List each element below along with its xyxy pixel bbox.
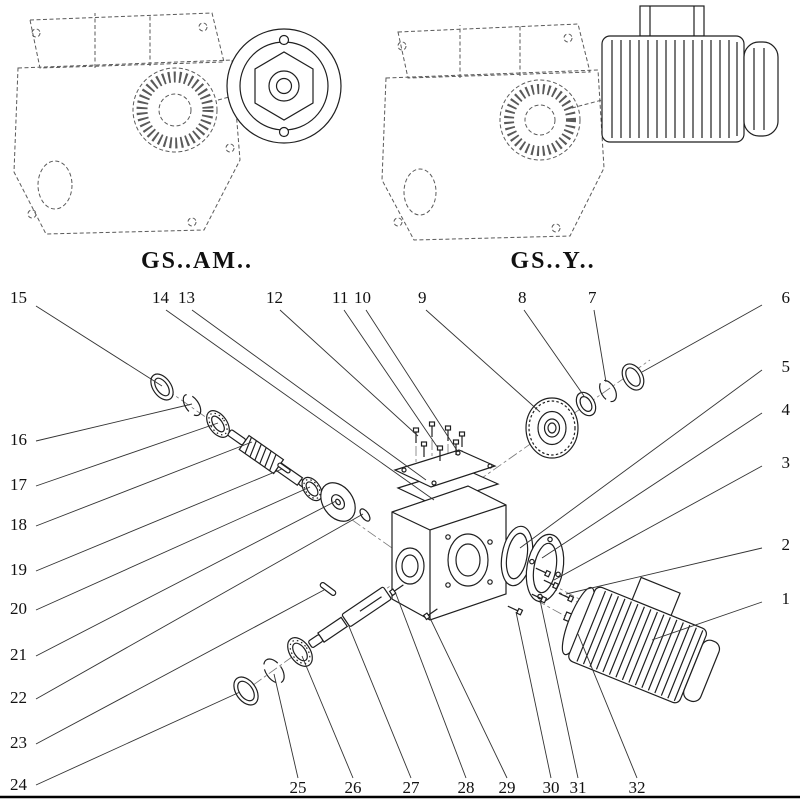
callout-31: 31 xyxy=(570,778,587,797)
leader-line-3 xyxy=(553,465,763,581)
leader-line-24 xyxy=(35,691,241,786)
callout-9: 9 xyxy=(418,288,427,307)
motor-exploded-drawing xyxy=(561,576,721,704)
gear-washer-drawing xyxy=(575,391,597,417)
product-label-gs-y: GS..Y.. xyxy=(510,248,596,274)
callout-26: 26 xyxy=(345,778,362,797)
leader-line-21 xyxy=(35,500,337,657)
leader-line-14 xyxy=(165,309,435,501)
input-seal-drawing xyxy=(150,373,174,401)
washer-disc-drawing xyxy=(320,482,356,522)
leader-line-31 xyxy=(539,599,579,779)
worm-shaft-drawing xyxy=(227,429,310,490)
callout-6: 6 xyxy=(782,288,791,307)
leader-line-6 xyxy=(641,304,763,373)
gearbox-y-figure xyxy=(381,5,779,241)
gear-seal-drawing xyxy=(621,363,645,391)
leader-line-7 xyxy=(593,309,607,383)
leader-line-19 xyxy=(35,468,283,572)
leader-line-8 xyxy=(523,309,585,397)
leader-line-27 xyxy=(347,623,412,779)
callout-30: 30 xyxy=(543,778,560,797)
o-ring-drawing xyxy=(359,508,371,522)
exploded-view xyxy=(149,359,721,706)
worm-gear-drawing xyxy=(525,397,579,459)
callout-11: 11 xyxy=(332,288,348,307)
input-circlip-drawing xyxy=(182,393,202,417)
callout-25: 25 xyxy=(290,778,307,797)
callout-23: 23 xyxy=(10,733,27,752)
leader-line-2 xyxy=(565,547,763,595)
callout-12: 12 xyxy=(266,288,283,307)
leader-line-28 xyxy=(395,593,467,779)
leader-line-4 xyxy=(541,412,763,559)
callout-7: 7 xyxy=(588,288,597,307)
leader-line-20 xyxy=(35,486,311,611)
callout-14: 14 xyxy=(152,288,170,307)
callout-22: 22 xyxy=(10,688,27,707)
leader-line-1 xyxy=(651,601,763,641)
callout-10: 10 xyxy=(354,288,371,307)
callout-8: 8 xyxy=(518,288,527,307)
callout-4: 4 xyxy=(782,400,791,419)
callout-16: 16 xyxy=(10,430,27,449)
leader-line-16 xyxy=(35,403,193,442)
leader-line-25 xyxy=(273,673,299,779)
leader-line-30 xyxy=(515,611,552,779)
callout-1: 1 xyxy=(782,589,791,608)
housing-screws-drawing xyxy=(388,584,438,621)
leader-line-22 xyxy=(35,513,364,700)
output-circlip-drawing xyxy=(263,658,285,684)
housing-drawing xyxy=(391,485,507,621)
input-bearing2-drawing xyxy=(301,476,323,502)
input-bearing-drawing xyxy=(206,410,230,438)
cover-bolts-drawing xyxy=(412,421,466,461)
callout-27: 27 xyxy=(403,778,421,797)
callout-29: 29 xyxy=(499,778,516,797)
leader-line-18 xyxy=(35,441,253,527)
flange-screws-drawing xyxy=(507,567,575,616)
output-shaft-drawing xyxy=(308,586,392,648)
callout-3: 3 xyxy=(782,453,791,472)
output-flange-drawing xyxy=(226,28,342,144)
callout-18: 18 xyxy=(10,515,27,534)
callout-24: 24 xyxy=(10,775,28,794)
callout-15: 15 xyxy=(10,288,27,307)
callout-17: 17 xyxy=(10,475,28,494)
callout-28: 28 xyxy=(458,778,475,797)
leader-line-26 xyxy=(301,655,354,779)
leader-line-12 xyxy=(279,309,419,437)
callout-5: 5 xyxy=(782,357,791,376)
motor-assembled-drawing xyxy=(601,5,779,143)
callout-13: 13 xyxy=(178,288,195,307)
output-bearing-drawing xyxy=(287,637,313,667)
callout-21: 21 xyxy=(10,645,27,664)
gear-circlip-drawing xyxy=(599,379,617,403)
leader-line-5 xyxy=(519,369,763,549)
leader-line-15 xyxy=(35,305,163,387)
product-label-gs-am: GS..AM.. xyxy=(141,248,253,274)
callout-19: 19 xyxy=(10,560,27,579)
leader-line-32 xyxy=(577,633,638,779)
gearbox-am-figure xyxy=(13,12,342,235)
leader-line-13 xyxy=(191,309,427,481)
callout-32: 32 xyxy=(629,778,646,797)
motor-gasket-drawing xyxy=(500,525,534,587)
leader-line-23 xyxy=(35,589,325,745)
leader-line-9 xyxy=(425,309,541,413)
leader-line-29 xyxy=(429,617,508,779)
shaft-key-drawing xyxy=(319,581,337,597)
leader-line-10 xyxy=(365,309,459,453)
leader-line-11 xyxy=(343,309,439,449)
callout-2: 2 xyxy=(782,535,791,554)
pin-drawing xyxy=(277,462,291,474)
callout-20: 20 xyxy=(10,599,27,618)
leader-line-17 xyxy=(35,422,219,487)
output-seal-drawing xyxy=(233,676,259,706)
